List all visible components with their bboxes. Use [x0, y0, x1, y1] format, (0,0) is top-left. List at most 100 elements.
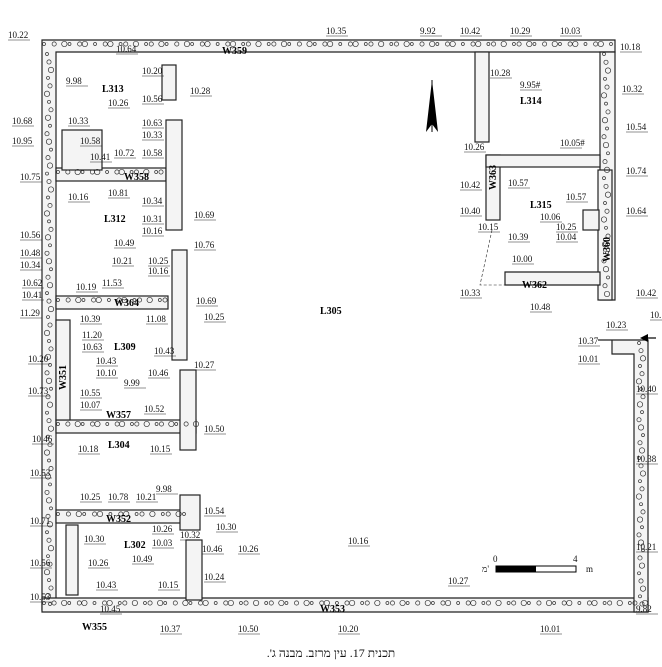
stone	[44, 489, 50, 495]
stone	[65, 511, 71, 517]
stone	[45, 394, 51, 400]
stone	[131, 599, 138, 607]
scale-unit-he: מ'	[482, 564, 489, 574]
elevation-label: 10.53	[30, 468, 51, 478]
elevation-label: 10.64	[626, 206, 647, 216]
stone	[415, 600, 421, 606]
elevation-label: 10.54	[626, 122, 647, 132]
stone	[378, 40, 385, 48]
elevation-label: 10.32	[622, 84, 642, 94]
stone	[255, 40, 262, 48]
stone	[347, 41, 353, 47]
stone	[130, 422, 134, 426]
stone	[227, 599, 234, 607]
stone	[500, 40, 507, 48]
stone	[56, 170, 60, 174]
stone	[159, 421, 164, 427]
stone	[229, 40, 237, 48]
stone	[637, 341, 641, 345]
stone	[639, 601, 645, 607]
locus-L313: L313	[102, 84, 124, 95]
stone	[47, 442, 53, 448]
wall-W352: W352	[106, 514, 131, 525]
stone	[160, 512, 165, 516]
stone	[163, 601, 168, 605]
stone	[213, 601, 218, 605]
stone	[399, 599, 406, 607]
stone	[303, 599, 310, 607]
stone	[512, 42, 516, 46]
elevation-label: 10.69	[194, 210, 215, 220]
stone	[475, 40, 482, 48]
stone	[445, 41, 450, 47]
stone	[49, 506, 53, 511]
stone	[168, 420, 175, 428]
stone	[47, 458, 51, 463]
stone	[46, 418, 52, 424]
elevation-label: 10.16	[348, 536, 369, 546]
stone	[431, 601, 435, 605]
stone	[42, 601, 46, 605]
elevation-label: 10.58	[80, 136, 101, 146]
stone	[601, 241, 609, 248]
stone	[45, 410, 49, 415]
stone	[640, 509, 646, 515]
stone	[123, 41, 129, 47]
elevation-label: 10.46	[148, 368, 169, 378]
stone	[174, 41, 180, 47]
stone	[284, 601, 289, 605]
stone	[385, 601, 390, 605]
stone	[202, 599, 209, 607]
stone	[245, 41, 251, 47]
locus-L302: L302	[124, 540, 146, 551]
stone	[470, 41, 476, 47]
elevation-label: 10.48	[20, 248, 41, 258]
stone	[118, 511, 124, 517]
stone	[552, 601, 556, 605]
stone	[134, 512, 139, 516]
stone	[606, 151, 610, 156]
stone	[603, 166, 611, 173]
elevation-label: 10.26	[238, 544, 259, 554]
stone	[80, 170, 85, 174]
stone	[143, 601, 147, 605]
stone	[132, 40, 139, 48]
stone	[148, 41, 154, 47]
stone	[192, 420, 200, 428]
stone	[603, 201, 607, 205]
stone	[48, 226, 54, 232]
stone	[129, 170, 134, 174]
elevation-label: 9.92	[420, 26, 436, 36]
stone	[352, 40, 359, 48]
stone	[121, 296, 128, 304]
elevation-label: 10.05#	[560, 138, 585, 148]
stone	[182, 512, 186, 516]
stone	[335, 601, 339, 605]
stone	[44, 353, 52, 360]
locus-L309: L309	[114, 342, 136, 353]
elevation-label: 10.24	[204, 572, 225, 582]
stone	[536, 600, 542, 606]
stone	[51, 600, 57, 606]
stone	[199, 41, 205, 47]
stone	[296, 41, 302, 47]
stone	[394, 41, 399, 47]
stone	[609, 42, 613, 46]
stone	[558, 42, 562, 46]
stone	[43, 569, 51, 576]
elevation-label: 10.32	[180, 530, 200, 540]
elevation-label: 10.34	[142, 196, 163, 206]
stone	[511, 600, 517, 606]
stone	[47, 425, 55, 432]
elevation-label: 10.28	[190, 86, 211, 96]
stone	[44, 592, 52, 600]
elevation-label: 10.50	[238, 624, 259, 634]
stone	[638, 348, 644, 354]
wall-W353: W353	[320, 604, 345, 615]
stone	[638, 479, 642, 484]
stone	[49, 267, 53, 272]
stone	[44, 370, 50, 376]
stone	[606, 275, 610, 280]
elevation-label: 10.41	[90, 152, 110, 162]
